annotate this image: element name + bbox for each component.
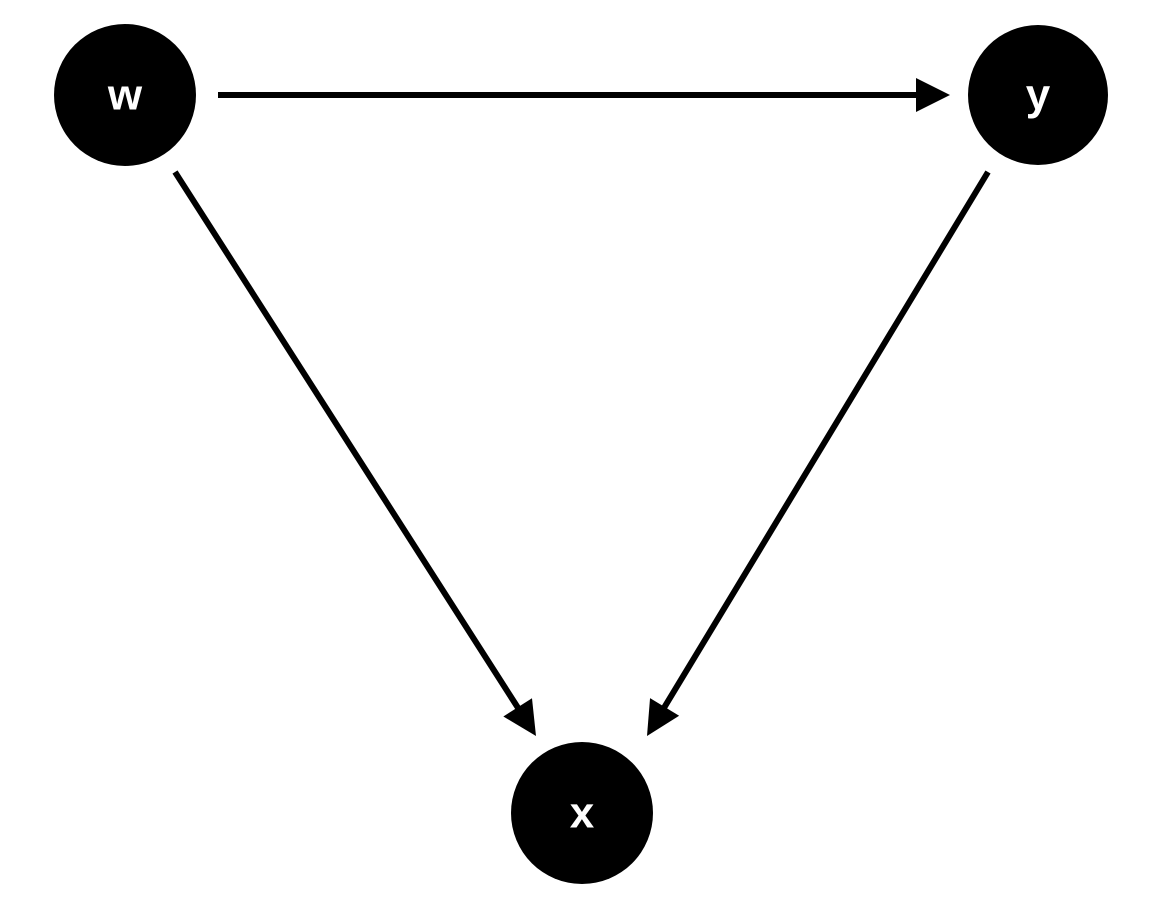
node-label-x: x <box>570 789 595 838</box>
edge-line-w-to-x <box>172 170 522 712</box>
edge-w-to-y <box>218 78 950 112</box>
node-label-y: y <box>1026 71 1051 120</box>
node-label-w: w <box>107 71 143 120</box>
nodes-layer: w y x <box>54 24 1108 884</box>
edge-w-to-x <box>172 170 536 736</box>
edges-layer <box>172 78 991 736</box>
node-circle-x[interactable] <box>511 742 653 884</box>
node-circle-y[interactable] <box>968 25 1108 165</box>
arrowhead-y-to-x <box>647 698 680 736</box>
edge-y-to-x <box>647 170 991 736</box>
arrowhead-w-to-x <box>503 698 536 736</box>
node-x[interactable]: x <box>511 742 653 884</box>
node-circle-w[interactable] <box>54 24 196 166</box>
node-w[interactable]: w <box>54 24 196 166</box>
node-y[interactable]: y <box>968 25 1108 165</box>
arrowhead-w-to-y <box>916 78 950 112</box>
edge-line-y-to-x <box>660 170 991 712</box>
